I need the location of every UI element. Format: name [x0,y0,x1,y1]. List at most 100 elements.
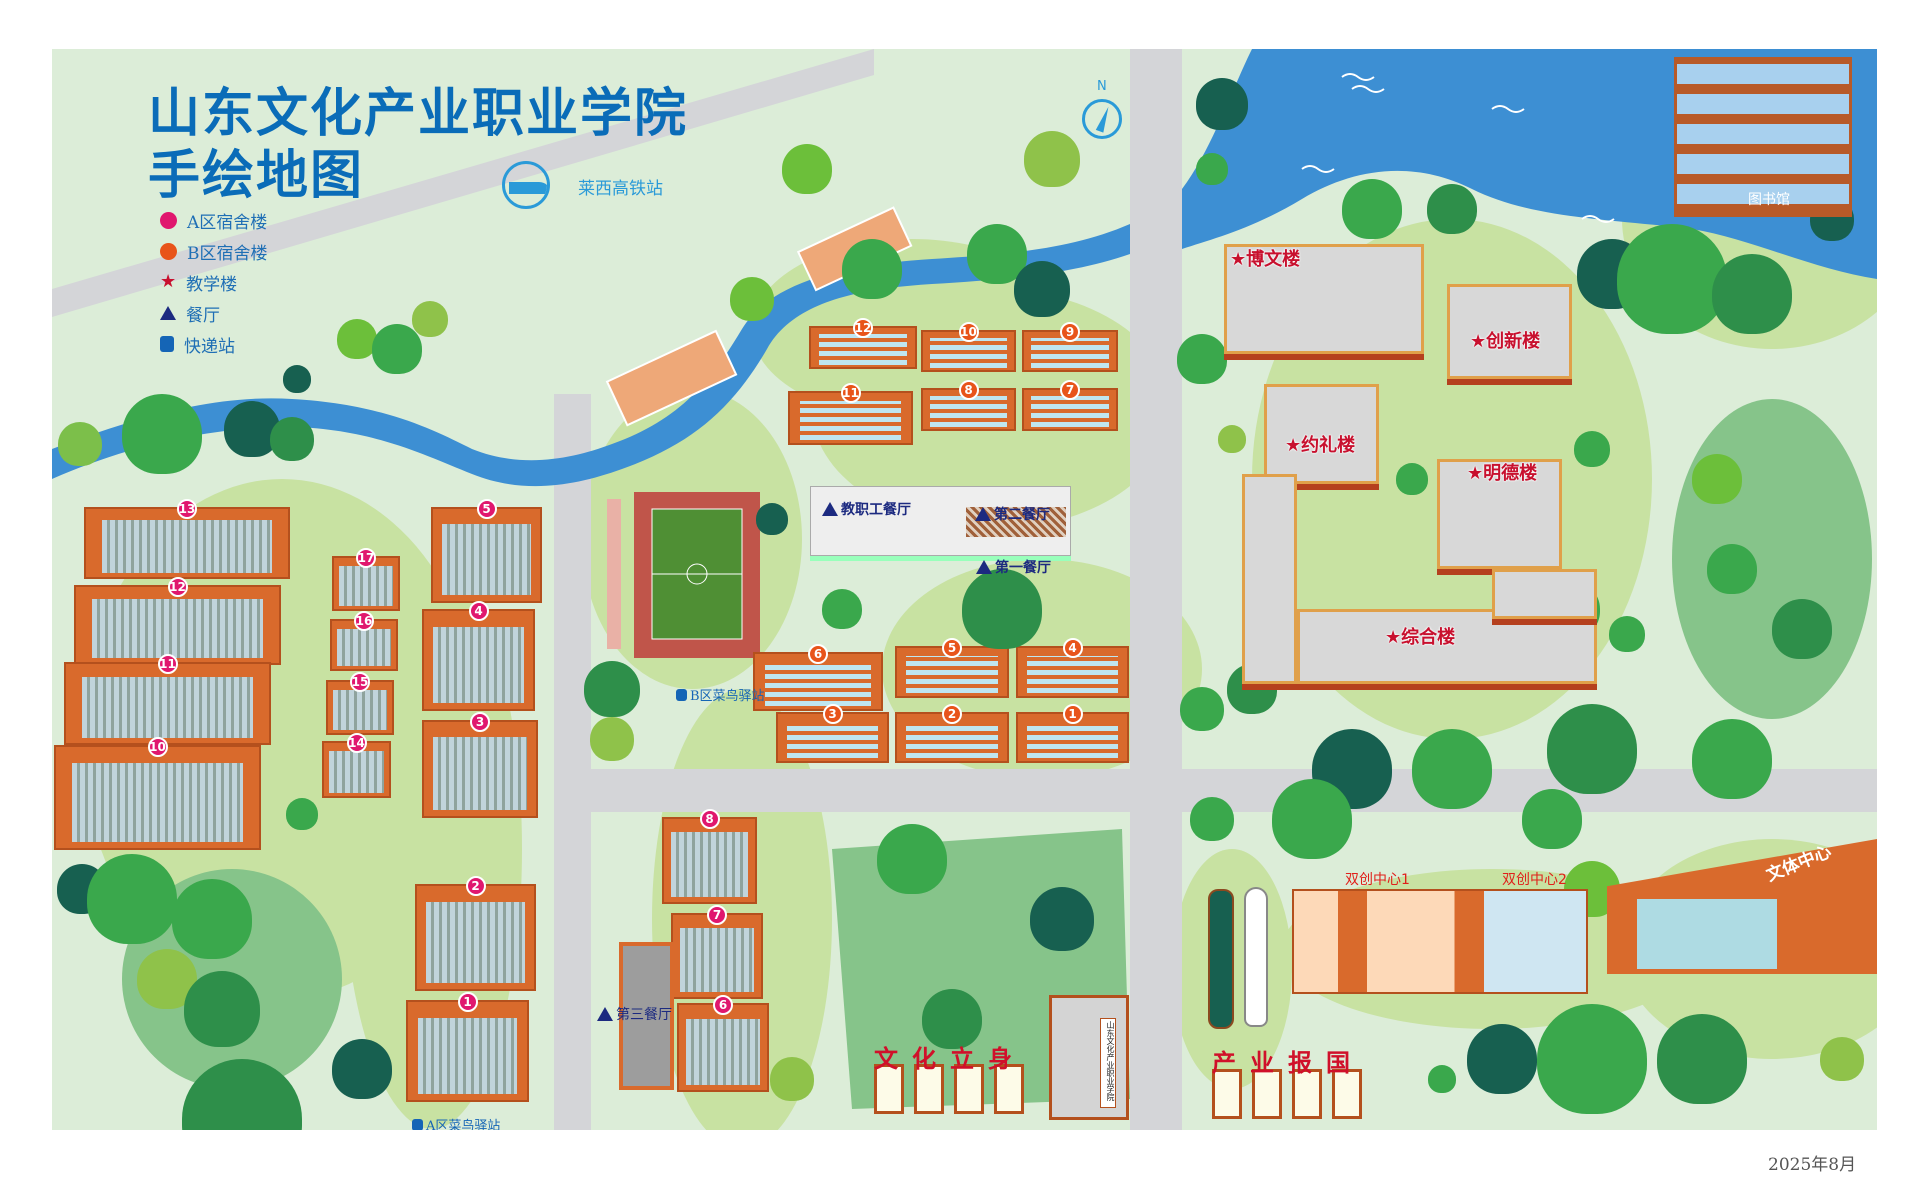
tree-icon [1707,544,1757,594]
windows [337,628,391,667]
windows [905,655,999,694]
tree-icon [122,394,202,474]
tree-icon [283,365,311,393]
label-text: 创新楼 [1486,331,1541,352]
b-dorm-number-badge: 11 [840,383,861,403]
b-dorm-building: 5 [895,638,1009,698]
staff-canteen-label: 教职工餐厅 [822,499,911,519]
tree-icon [1342,179,1402,239]
road-vertical-west [554,394,591,1130]
innovation-center-2-label: 双创中心2 [1502,872,1567,888]
train-station-icon [502,161,550,209]
monument-text: 山东文化产业职业学院 [1100,1018,1116,1108]
label-text: 约礼楼 [1301,435,1356,456]
campus-map: 山东文化产业职业学院 手绘地图 A区宿舍楼 B区宿舍楼 ★教学楼 餐厅 快递站 … [52,49,1877,1130]
a-dorm-building: 13 [84,499,290,579]
b-dorm-building: 10 [921,322,1016,372]
tree-icon [1692,719,1772,799]
mingde-label: ★明德楼 [1467,463,1538,484]
b-dorm-number-badge: 2 [942,704,962,724]
tree-icon [1412,729,1492,809]
tree-icon [782,144,832,194]
a-dorm-number-badge: 6 [713,995,733,1015]
triangle-icon [822,502,838,516]
windows [799,401,902,440]
b-dorm-number-badge: 3 [822,704,843,724]
basketball-court-1 [605,329,738,427]
second-canteen-label: 第二餐厅 [975,504,1050,524]
tree-icon [1014,261,1070,317]
legend-label: A区宿舍楼 [187,212,268,233]
tree-icon [1467,1024,1537,1094]
a-dorm-number-badge: 1 [457,992,478,1012]
zonghe-building-east [1492,569,1597,619]
gate-pillar [994,1064,1024,1114]
tree-icon [286,798,318,830]
b-dorm-building: 7 [1022,380,1118,431]
windows [417,1017,518,1095]
square-icon [412,1118,423,1130]
a-dorm-building: 16 [330,611,398,671]
bowen-label: ★博文楼 [1230,249,1301,270]
a-dorm-building: 2 [415,876,536,991]
b-dorm-building: 11 [788,383,913,445]
b-dorm-building: 1 [1016,704,1129,763]
tree-icon [337,319,377,359]
b-express-label: B区菜鸟驿站 [676,685,765,704]
a-dorm-building: 11 [64,654,271,745]
b-dorm-building: 6 [753,644,883,711]
gate-pillar [1332,1069,1362,1119]
b-dorm-building: 8 [921,380,1016,431]
windows [1031,396,1109,427]
legend-label: 餐厅 [186,305,220,326]
windows [441,523,532,596]
tree-icon [1574,431,1610,467]
windows [930,396,1007,427]
tree-icon [1692,454,1742,504]
tree-icon [412,301,448,337]
a-dorm-number-badge: 16 [354,611,374,631]
triangle-icon [160,306,176,320]
tree-icon [1712,254,1792,334]
a-dorm-number-badge: 11 [157,654,178,674]
tree-icon [1196,78,1248,130]
tree-icon [730,277,774,321]
a-dorm-number-badge: 5 [476,499,497,519]
gate-pillar [914,1064,944,1114]
a-dorm-building: 12 [74,577,281,665]
windows [432,626,525,704]
map-background [52,49,1877,1130]
diagonal-road [52,49,874,317]
tree-icon [962,569,1042,649]
a-express-label: A区菜鸟驿站 [412,1115,500,1130]
legend-label: B区宿舍楼 [187,243,268,264]
tree-icon [172,879,252,959]
mingde-building [1437,459,1562,569]
b-dorm-number-badge: 4 [1062,638,1083,658]
train-white-icon [1244,887,1268,1027]
a-dorm-building: 14 [322,733,391,798]
tree-icon [770,1057,814,1101]
tree-icon [270,417,314,461]
compass-north-label: N [1097,79,1107,94]
tree-icon [756,503,788,535]
tree-icon [1617,224,1727,334]
windows [680,928,754,993]
orange-dot-icon [160,242,177,260]
windows [426,902,525,983]
b-dorm-building: 2 [895,704,1009,763]
a-dorm-number-badge: 4 [468,601,489,621]
a-dorm-number-badge: 12 [167,577,188,597]
tree-icon [1609,616,1645,652]
windows [82,676,253,739]
legend-express: 快递站 [160,331,235,357]
windows [1026,721,1119,759]
map-title-line2: 手绘地图 [148,146,365,206]
innovation-center-building [1292,889,1588,994]
innovation-center-1-label: 双创中心1 [1345,872,1410,888]
library-label: 图书馆 [1748,192,1790,208]
legend-teaching: ★教学楼 [160,269,237,295]
gate-pillar [1252,1069,1282,1119]
square-icon [160,336,174,352]
football-field [607,492,760,658]
